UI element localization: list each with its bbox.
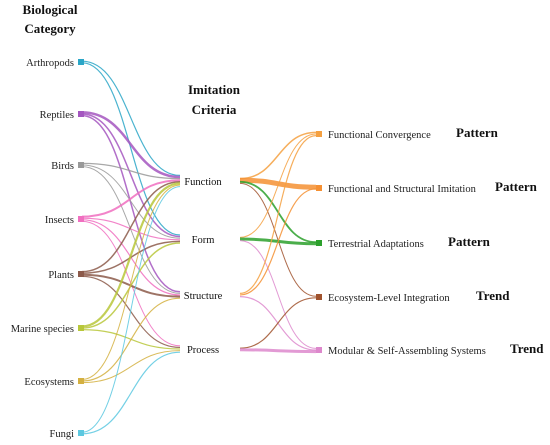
link-reptiles-form: [81, 113, 181, 238]
link-marine-form: [81, 242, 181, 329]
right-tag-modular: Trend: [510, 341, 544, 356]
link-insects-function: [81, 179, 181, 218]
left-label-marine: Marine species: [11, 324, 74, 335]
links-right-group: [239, 131, 317, 354]
right-tag-terrestrial: Pattern: [448, 234, 491, 249]
link-process-modular: [239, 348, 317, 354]
left-label-insects: Insects: [45, 215, 74, 226]
right-label-terrestrial: Terrestrial Adaptations: [328, 239, 424, 250]
node-bar-ecosystem: [316, 294, 322, 300]
mid-label-structure: Structure: [184, 291, 223, 302]
left-header-line2: Category: [24, 21, 76, 36]
link-insects-form: [81, 217, 181, 241]
left-label-fungi: Fungi: [49, 429, 74, 440]
left-header-line1: Biological: [23, 2, 78, 17]
nodes-group: ArthropodsReptilesBirdsInsectsPlantsMari…: [11, 58, 545, 440]
right-label-imitation: Functional and Structural Imitation: [328, 184, 477, 195]
right-label-modular: Modular & Self-Assembling Systems: [328, 346, 486, 357]
link-marine-function: [81, 182, 181, 328]
link-arthropods-function: [81, 60, 181, 176]
right-tag-convergence: Pattern: [456, 125, 499, 140]
mid-label-function: Function: [184, 177, 222, 188]
link-function-imitation: [239, 177, 317, 190]
link-ecosystems-structure: [81, 297, 181, 382]
right-label-ecosystem: Ecosystem-Level Integration: [328, 293, 450, 304]
right-tag-ecosystem: Trend: [476, 288, 510, 303]
node-bar-convergence: [316, 131, 322, 137]
link-fungi-process: [81, 351, 181, 435]
link-structure-convergence: [239, 135, 317, 294]
link-birds-form: [81, 164, 181, 239]
link-arthropods-form: [81, 62, 181, 236]
mid-header-line2: Criteria: [192, 102, 237, 117]
node-bar-plants: [78, 271, 84, 277]
link-reptiles-structure: [81, 114, 181, 293]
mid-label-form: Form: [192, 235, 215, 246]
left-label-arthropods: Arthropods: [26, 58, 74, 69]
node-bar-fungi: [78, 430, 84, 436]
link-ecosystems-function: [81, 184, 181, 380]
left-label-plants: Plants: [48, 270, 74, 281]
link-form-modular: [239, 240, 317, 349]
right-tag-imitation: Pattern: [495, 179, 538, 194]
link-fungi-function: [81, 186, 181, 433]
mid-header-line1: Imitation: [188, 82, 241, 97]
links-left-group: [81, 60, 181, 435]
left-label-ecosystems: Ecosystems: [24, 377, 74, 388]
node-bar-ecosystems: [78, 378, 84, 384]
link-birds-function: [81, 162, 181, 180]
node-bar-imitation: [316, 185, 322, 191]
link-reptiles-function: [81, 111, 181, 179]
right-label-convergence: Functional Convergence: [328, 130, 431, 141]
node-bar-terrestrial: [316, 240, 322, 246]
node-bar-insects: [78, 216, 84, 222]
link-function-ecosystem: [239, 182, 317, 297]
link-ecosystems-process: [81, 350, 181, 384]
left-label-reptiles: Reptiles: [40, 110, 74, 121]
node-bar-birds: [78, 162, 84, 168]
link-structure-imitation: [239, 188, 317, 296]
mid-label-process: Process: [187, 345, 219, 356]
link-function-convergence: [239, 131, 317, 180]
node-bar-modular: [316, 347, 322, 353]
node-bar-reptiles: [78, 111, 84, 117]
link-form-convergence: [239, 133, 317, 238]
link-plants-function: [81, 181, 181, 273]
link-process-ecosystem: [239, 297, 317, 349]
node-bar-arthropods: [78, 59, 84, 65]
left-label-birds: Birds: [51, 161, 74, 172]
node-bar-marine: [78, 325, 84, 331]
link-birds-structure: [81, 166, 181, 294]
